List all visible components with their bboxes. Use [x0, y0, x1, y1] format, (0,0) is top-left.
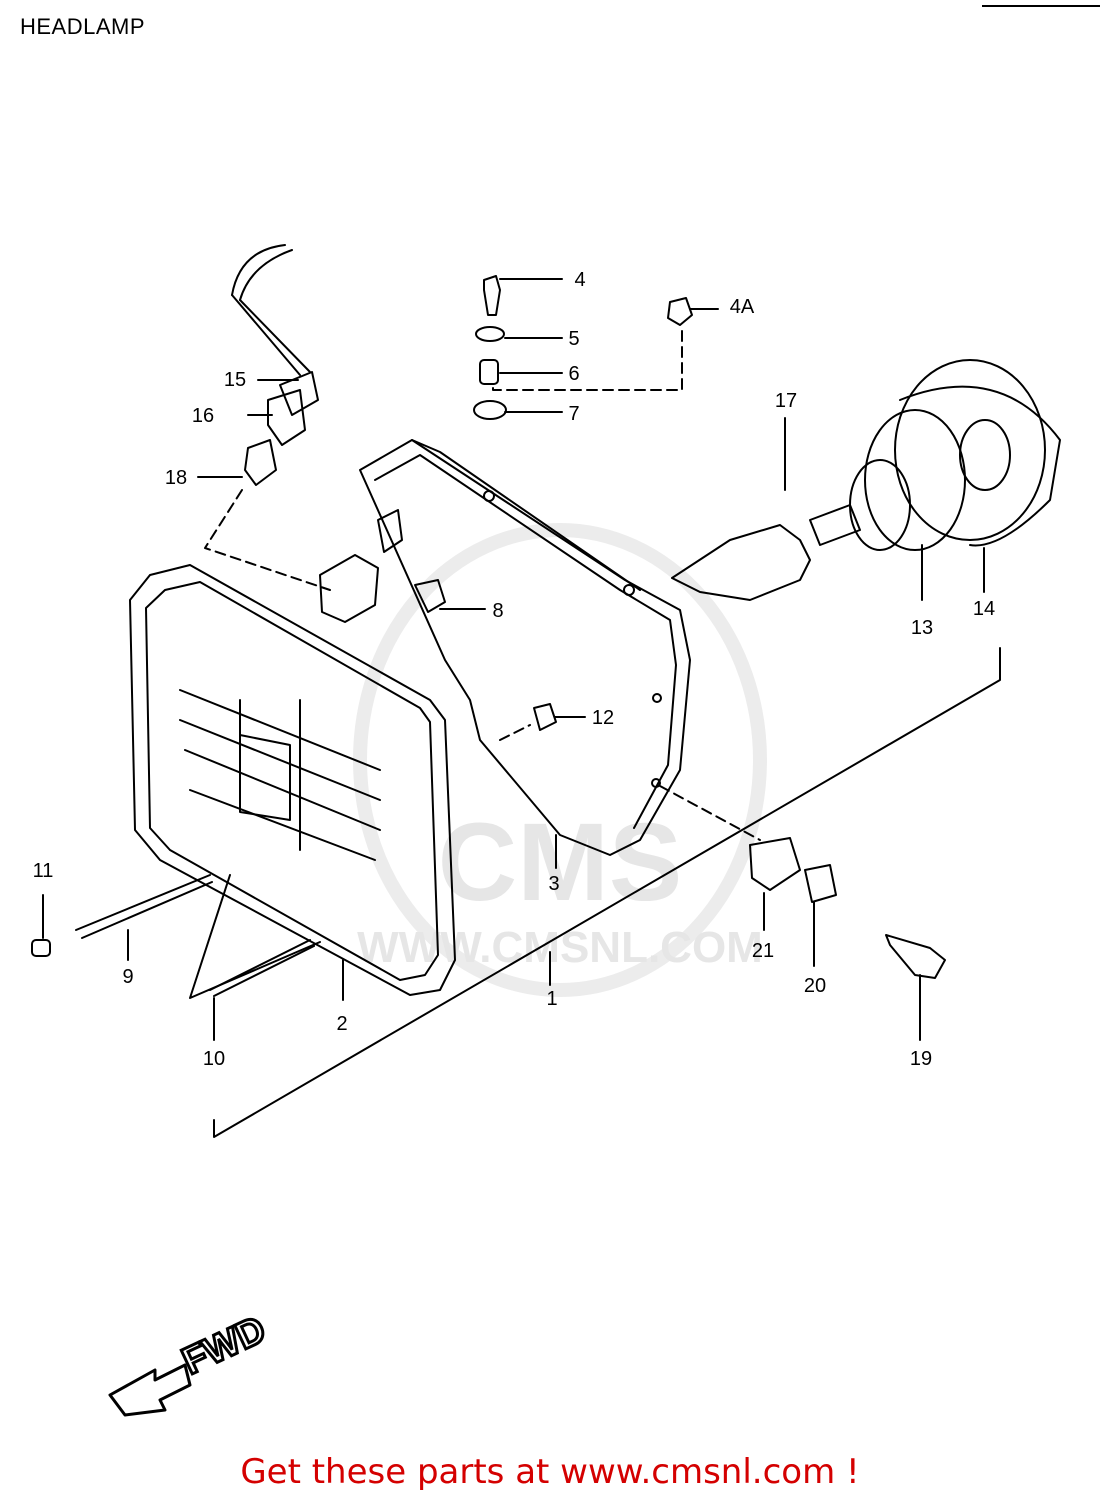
- headlamp-unit: [129, 564, 456, 996]
- callout-4: 4: [574, 269, 585, 291]
- callout-15: 15: [224, 369, 246, 391]
- small-parts: [31, 244, 946, 997]
- callout-16: 16: [192, 405, 214, 427]
- callout-17: 17: [775, 390, 797, 412]
- fwd-arrow: FWD: [108, 1307, 274, 1417]
- callout-13: 13: [911, 617, 933, 639]
- dashed-guides: [204, 329, 761, 841]
- callout-9: 9: [122, 966, 133, 988]
- watermark-url: WWW.CMSNL.COM: [357, 923, 763, 972]
- fwd-arrow-icon: [108, 1363, 192, 1417]
- callout-6: 6: [568, 363, 579, 385]
- callout-5: 5: [568, 328, 579, 350]
- callout-20: 20: [804, 975, 826, 997]
- callout-2: 2: [336, 1013, 347, 1035]
- footer-parts-link[interactable]: Get these parts at www.cmsnl.com !: [240, 1452, 860, 1492]
- callout-3: 3: [548, 873, 559, 895]
- callout-10: 10: [203, 1048, 225, 1070]
- top-rule: [982, 5, 1100, 7]
- callout-7: 7: [568, 403, 579, 425]
- callout-11: 11: [33, 860, 54, 882]
- callout-1: 1: [546, 988, 557, 1010]
- callout-21: 21: [752, 940, 774, 962]
- watermark: CMS WWW.CMSNL.COM: [353, 523, 767, 997]
- callout-18: 18: [165, 467, 187, 489]
- watermark-logo-text: CMS: [438, 801, 682, 924]
- fwd-label: FWD: [176, 1309, 272, 1384]
- callout-19: 19: [910, 1048, 932, 1070]
- leader-lines: [42, 278, 1001, 1138]
- callout-14: 14: [973, 598, 995, 620]
- bulb-and-socket: [671, 359, 1061, 601]
- page-title: HEADLAMP: [20, 14, 146, 39]
- headlamp-housing: [319, 439, 691, 856]
- callout-12: 12: [592, 707, 614, 729]
- callout-8: 8: [492, 600, 503, 622]
- callout-4a: 4A: [730, 296, 755, 318]
- callout-labels: 1 2 3 4 4A 5 6 7 8 9 10 11 12 13 14 15 1…: [33, 269, 996, 1070]
